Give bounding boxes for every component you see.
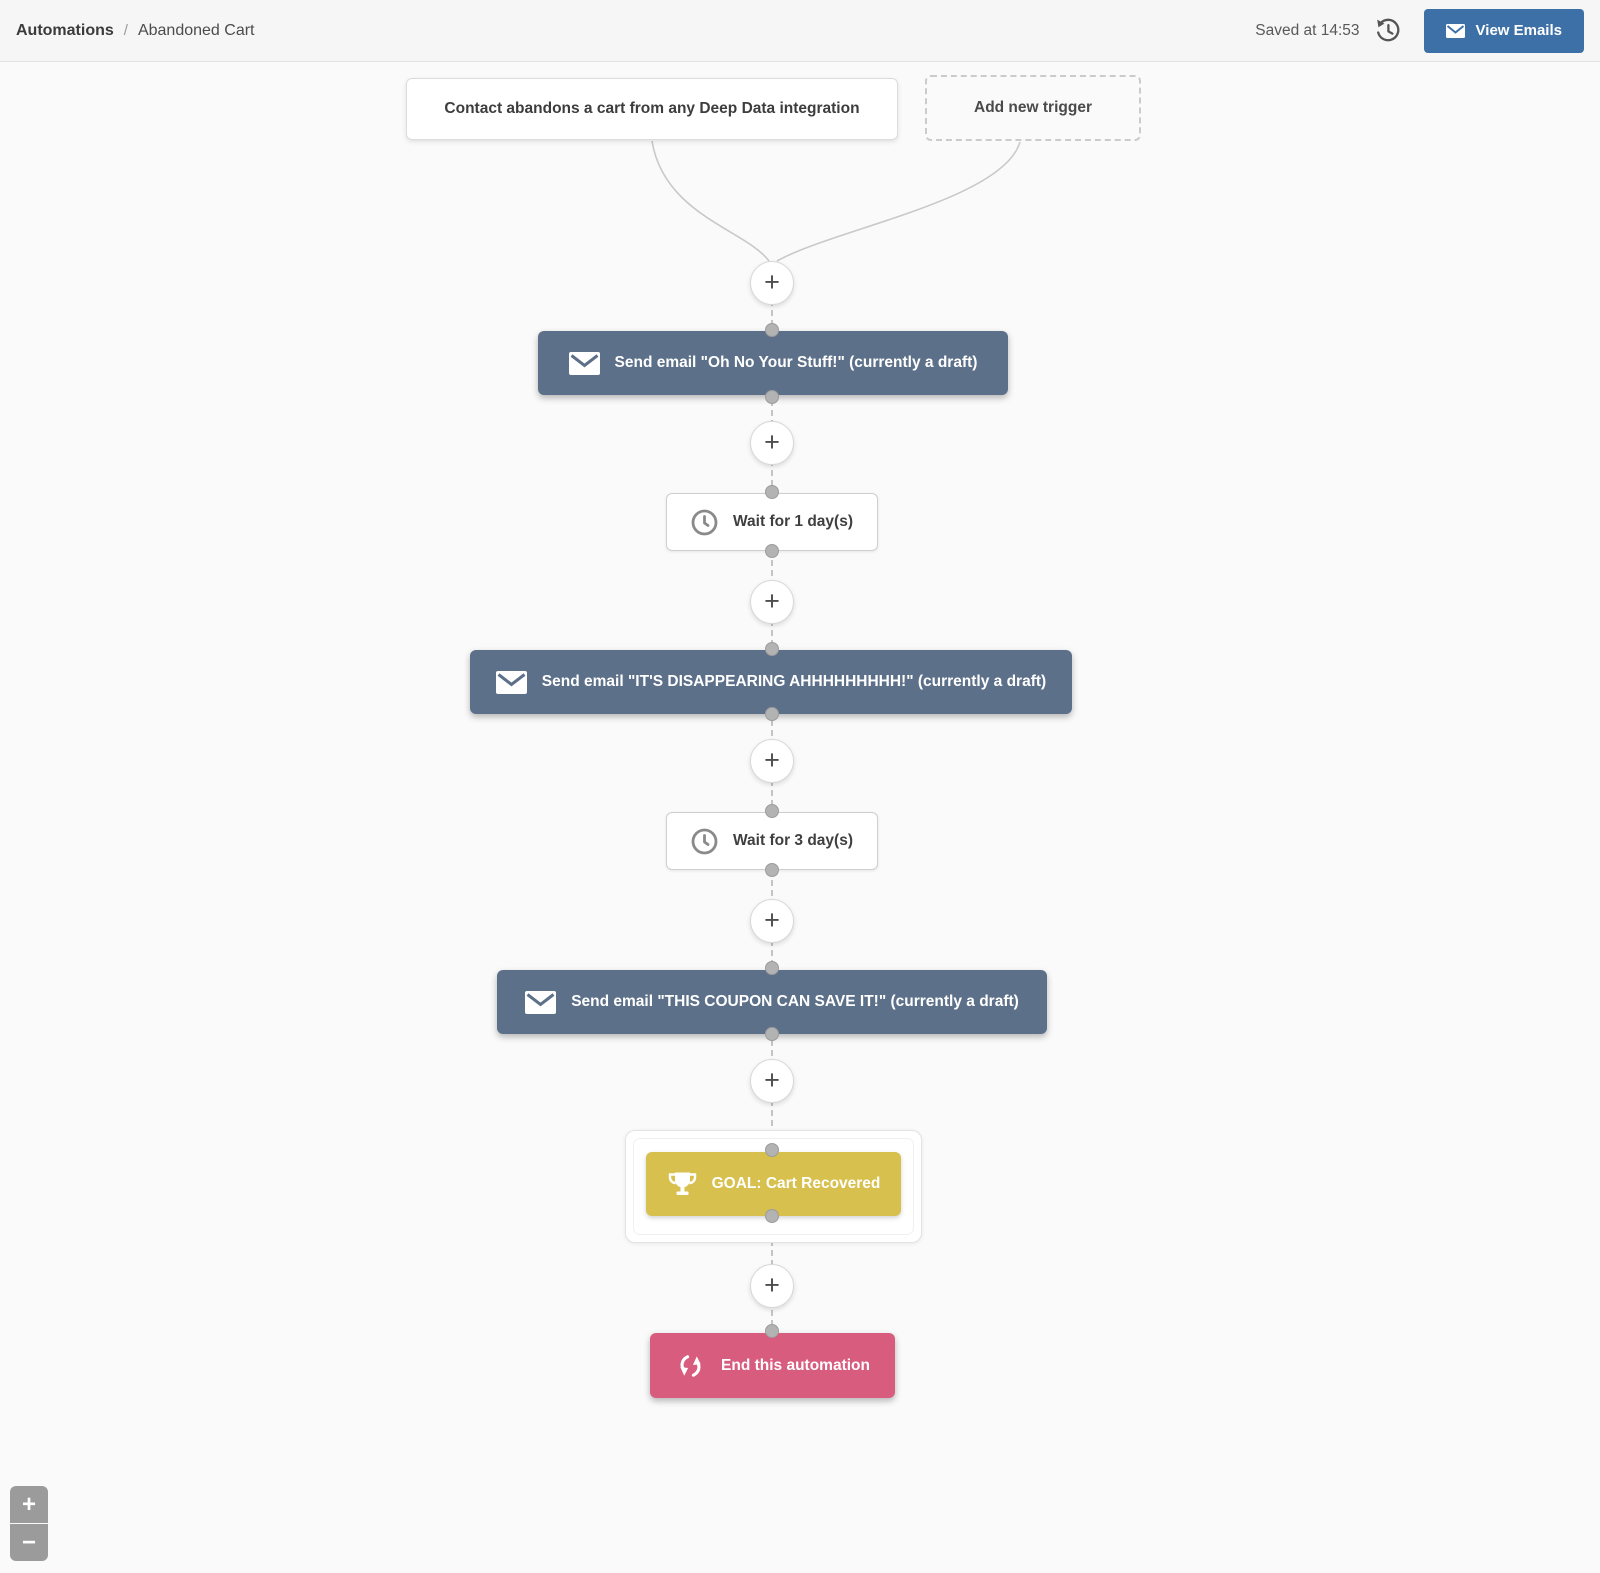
add-step-button-5[interactable]: + — [750, 899, 794, 943]
email-node-its-disappearing[interactable]: Send email "IT'S DISAPPEARING AHHHHHHHHH… — [470, 650, 1072, 714]
node-label: Wait for 1 day(s) — [733, 513, 853, 530]
top-bar: Automations / Abandoned Cart Saved at 14… — [0, 0, 1600, 62]
node-label: Send email "IT'S DISAPPEARING AHHHHHHHHH… — [541, 673, 1047, 690]
add-step-button-7[interactable]: + — [750, 1264, 794, 1308]
node-label: GOAL: Cart Recovered — [711, 1175, 881, 1192]
clock-icon — [691, 509, 718, 536]
connector-dot — [765, 863, 779, 877]
add-new-trigger-button[interactable]: Add new trigger — [925, 75, 1141, 141]
email-node-this-coupon-can-save-it[interactable]: Send email "THIS COUPON CAN SAVE IT!" (c… — [497, 970, 1047, 1034]
envelope-icon — [1445, 23, 1465, 38]
connector-dot — [765, 1027, 779, 1041]
add-step-button-1[interactable]: + — [750, 261, 794, 305]
connector-dot — [765, 804, 779, 818]
zoom-out-button[interactable]: − — [10, 1524, 48, 1561]
breadcrumb-separator: / — [123, 22, 128, 39]
envelope-icon — [495, 670, 527, 694]
saved-status: Saved at 14:53 — [1255, 21, 1360, 39]
connector-dot — [765, 544, 779, 558]
zoom-in-button[interactable]: + — [10, 1486, 48, 1523]
connector-dot — [765, 1324, 779, 1338]
add-step-button-2[interactable]: + — [750, 421, 794, 465]
loop-arrows-icon — [675, 1352, 706, 1380]
goal-node-cart-recovered[interactable]: GOAL: Cart Recovered — [646, 1152, 901, 1216]
history-icon[interactable] — [1374, 17, 1402, 45]
add-step-button-6[interactable]: + — [750, 1059, 794, 1103]
add-step-button-3[interactable]: + — [750, 580, 794, 624]
canvas-zoom-controls: + − — [10, 1486, 48, 1561]
connector-dot — [765, 642, 779, 656]
connector-dot — [765, 1143, 779, 1157]
wait-node-1-day[interactable]: Wait for 1 day(s) — [666, 493, 878, 551]
email-node-oh-no-your-stuff[interactable]: Send email "Oh No Your Stuff!" (currentl… — [538, 331, 1008, 395]
envelope-icon — [568, 351, 600, 375]
clock-icon — [691, 828, 718, 855]
connector-dot — [765, 390, 779, 404]
breadcrumb-automations[interactable]: Automations — [16, 21, 114, 39]
breadcrumb-current-page: Abandoned Cart — [137, 21, 255, 39]
trophy-icon — [667, 1171, 698, 1198]
node-label: Send email "Oh No Your Stuff!" (currentl… — [614, 354, 978, 371]
envelope-icon — [525, 990, 557, 1014]
view-emails-label: View Emails — [1475, 22, 1562, 39]
connector-dot — [765, 961, 779, 975]
node-label: End this automation — [721, 1356, 870, 1374]
goal-card-inner-frame — [633, 1138, 914, 1235]
trigger-node[interactable]: Contact abandons a cart from any Deep Da… — [406, 78, 898, 140]
node-label: Send email "THIS COUPON CAN SAVE IT!" (c… — [571, 993, 1019, 1010]
end-automation-node[interactable]: End this automation — [650, 1333, 895, 1398]
connector-dot — [765, 707, 779, 721]
connector-dot — [765, 323, 779, 337]
connector-dot — [765, 1209, 779, 1223]
wait-node-3-days[interactable]: Wait for 3 day(s) — [666, 812, 878, 870]
connector-dot — [765, 485, 779, 499]
view-emails-button[interactable]: View Emails — [1423, 8, 1584, 53]
add-step-button-4[interactable]: + — [750, 739, 794, 783]
node-label: Wait for 3 day(s) — [733, 832, 853, 849]
